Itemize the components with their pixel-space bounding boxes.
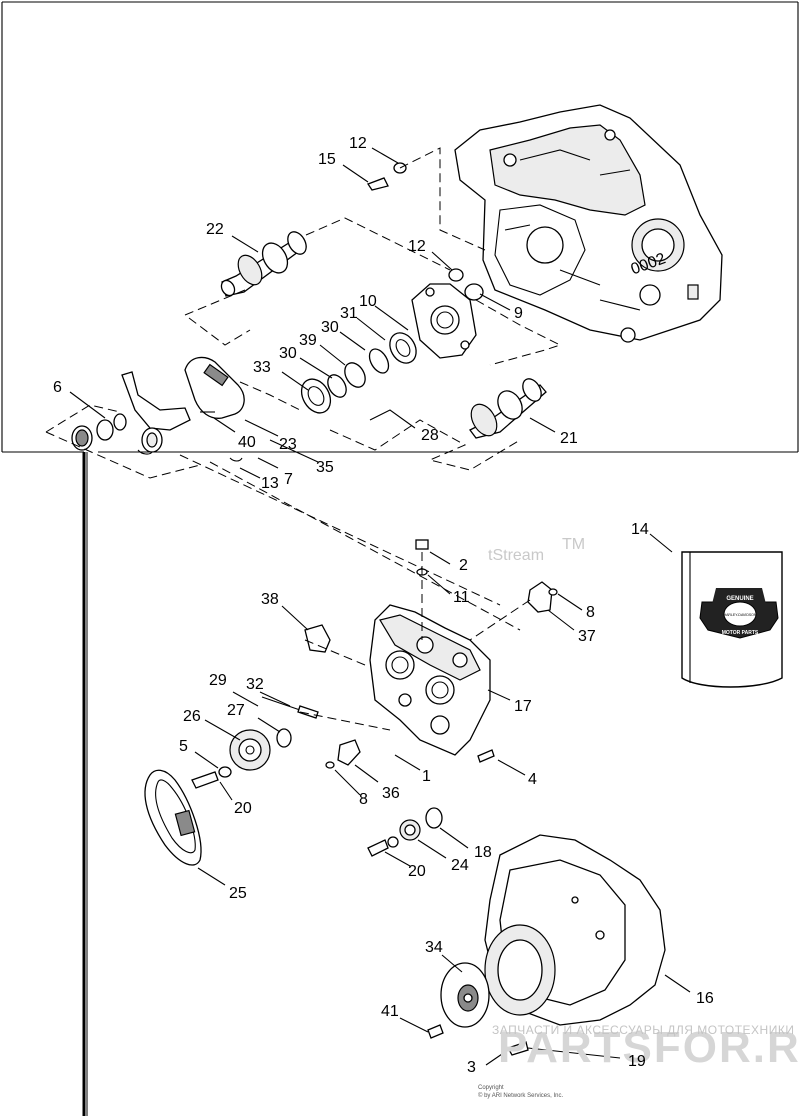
copyright: Copyright © by ARI Network Services, Inc… <box>478 1085 563 1099</box>
orings-12-pin-15 <box>367 162 484 301</box>
callout-35: 35 <box>316 459 334 476</box>
callout-39: 39 <box>299 332 317 349</box>
cam-cover-16 <box>484 834 666 1026</box>
watermarks: tStream TM PARTSFOR.RU ЗАПЧАСТИ И АКСЕСС… <box>488 536 800 1072</box>
pump-small-parts <box>304 539 558 666</box>
crankcase: 0002 <box>454 104 723 343</box>
callout-8: 8 <box>586 604 595 621</box>
oil-pump-17 <box>369 604 491 756</box>
callout-31: 31 <box>340 305 358 322</box>
callout-7: 7 <box>284 471 293 488</box>
callout-34: 34 <box>425 939 443 956</box>
genuine-parts-logo-14: GENUINE HARLEY-DAVIDSON MOTOR PARTS <box>681 551 783 688</box>
callout-26: 26 <box>183 708 201 725</box>
camshaft-21 <box>469 378 547 439</box>
callout-32: 32 <box>246 676 264 693</box>
callout-30: 30 <box>279 345 297 362</box>
badge-line2: HARLEY-DAVIDSON <box>724 613 757 617</box>
badge-line3: MOTOR PARTS <box>722 630 759 636</box>
gasket-34 <box>427 962 529 1056</box>
callout-9: 9 <box>514 305 523 322</box>
tstream-tm: TM <box>562 536 585 553</box>
gear-24-parts <box>367 807 443 857</box>
callout-8: 8 <box>359 791 368 808</box>
callout-12: 12 <box>349 135 367 152</box>
callout-14: 14 <box>631 521 649 538</box>
callout-2: 2 <box>459 557 468 574</box>
tstream-watermark: tStream <box>488 547 544 564</box>
callout-6: 6 <box>53 379 62 396</box>
callout-19: 19 <box>628 1053 646 1070</box>
callout-38: 38 <box>261 591 279 608</box>
callout-16: 16 <box>696 990 714 1007</box>
callout-4: 4 <box>528 771 537 788</box>
gear-26-parts <box>191 696 391 789</box>
callout-33: 33 <box>253 359 271 376</box>
callout-22: 22 <box>206 221 224 238</box>
callout-12: 12 <box>408 238 426 255</box>
assembly-lines-upper <box>45 147 562 631</box>
chain-23-tensioner <box>121 356 245 431</box>
callout-29: 29 <box>209 672 227 689</box>
callout-15: 15 <box>318 151 336 168</box>
callout-25: 25 <box>229 885 247 902</box>
callout-23: 23 <box>279 436 297 453</box>
cam-support-plate-10 <box>411 283 477 359</box>
bearing-6 <box>71 413 243 462</box>
callout-28: 28 <box>421 427 439 444</box>
callout-3: 3 <box>467 1059 476 1076</box>
callout-20: 20 <box>234 800 252 817</box>
pump-lower-parts <box>325 739 495 769</box>
callout-13: 13 <box>261 475 279 492</box>
callout-1: 1 <box>422 768 431 785</box>
callout-24: 24 <box>451 857 469 874</box>
badge-line1: GENUINE <box>726 596 753 602</box>
callout-11: 11 <box>453 589 470 606</box>
shop-logo-watermark: PARTSFOR.RU <box>498 1023 800 1072</box>
callout-labels: 12 15 22 12 10 9 31 30 39 30 33 6 28 21 … <box>53 135 714 1076</box>
callout-10: 10 <box>359 293 377 310</box>
callout-30: 30 <box>321 319 339 336</box>
callout-41: 41 <box>381 1003 399 1020</box>
callout-18: 18 <box>474 844 492 861</box>
callout-40: 40 <box>238 434 256 451</box>
callout-5: 5 <box>179 738 188 755</box>
belt-25 <box>144 769 202 866</box>
copyright-line2: © by ARI Network Services, Inc. <box>478 1092 563 1099</box>
bearings-rings <box>300 332 417 414</box>
shop-tagline-watermark: ЗАПЧАСТИ И АКСЕССУАРЫ ДЛЯ МОТОТЕХНИКИ <box>492 1023 794 1037</box>
callout-21: 21 <box>560 430 578 447</box>
copyright-line1: Copyright <box>478 1085 504 1091</box>
leader-lines <box>69 147 691 1066</box>
callout-27: 27 <box>227 702 245 719</box>
callout-20: 20 <box>408 863 426 880</box>
callout-36: 36 <box>382 785 400 802</box>
camshaft-22 <box>220 231 307 297</box>
callout-37: 37 <box>578 628 596 645</box>
callout-17: 17 <box>514 698 532 715</box>
